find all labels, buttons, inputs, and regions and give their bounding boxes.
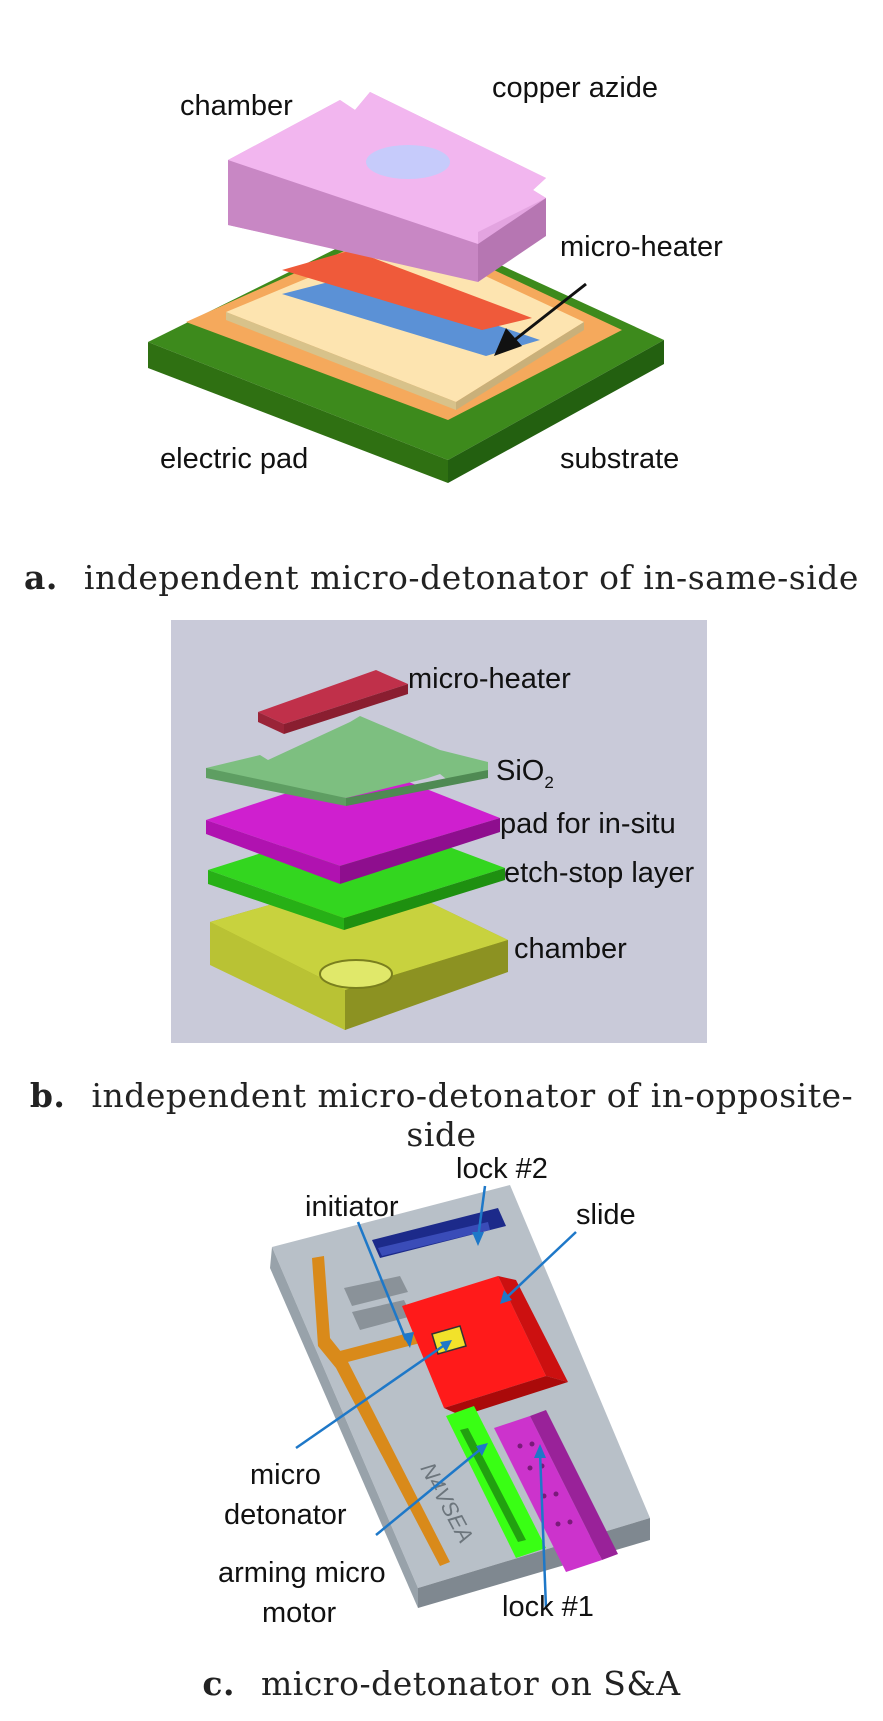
caption-b-text: independent micro-detonator of in-opposi… — [91, 1076, 854, 1154]
label-lock1: lock #1 — [502, 1591, 594, 1623]
chamber-b-side — [345, 940, 508, 1030]
label-copper-azide: copper azide — [492, 72, 658, 104]
label-b-micro-heater: micro-heater — [408, 663, 571, 695]
panel-c-diagram: N4VSEA lock #2 initiator slide micro det… — [218, 1153, 650, 1629]
label-chamber: chamber — [180, 90, 293, 122]
caption-b: b. independent micro-detonator of in-oppo… — [0, 1076, 883, 1154]
label-initiator: initiator — [305, 1191, 399, 1223]
chamber-b-front — [210, 922, 345, 1030]
red-electrode — [282, 250, 532, 330]
label-sio2-main: SiO — [496, 755, 544, 787]
label-b-chamber: chamber — [514, 933, 627, 965]
label-slide: slide — [576, 1199, 636, 1231]
leader-lines — [295, 1185, 577, 1609]
substrate-side — [448, 340, 664, 483]
orange-rail — [312, 1256, 450, 1566]
slide-top — [402, 1276, 546, 1408]
caption-b-letter: b. — [29, 1076, 66, 1115]
label-etch-stop: etch-stop layer — [504, 857, 695, 889]
label-electric-pad: electric pad — [160, 443, 308, 475]
copper-azide-disk — [366, 145, 450, 179]
caption-c: c. micro-detonator on S&A — [0, 1664, 883, 1703]
label-micro-heater: micro-heater — [560, 231, 723, 263]
label-micro-detonator-2: detonator — [224, 1499, 347, 1531]
heater-b-top — [258, 670, 408, 724]
caption-c-text: micro-detonator on S&A — [260, 1664, 681, 1703]
blue-electrode — [282, 276, 540, 356]
label-pad-in-situ: pad for in-situ — [500, 808, 676, 840]
leader-arrowheads — [402, 1232, 546, 1458]
label-micro-detonator-1: micro — [250, 1459, 321, 1491]
panel-a-diagram: chamber copper azide micro-heater electr… — [148, 72, 723, 483]
label-sio2-subscript: 2 — [544, 773, 553, 792]
sio2-top — [206, 716, 488, 798]
label-arming-1: arming micro — [218, 1557, 386, 1589]
label-lock2: lock #2 — [456, 1153, 548, 1185]
arrow-head-icon — [494, 328, 522, 356]
substrate-front — [148, 342, 448, 483]
caption-c-letter: c. — [202, 1664, 235, 1703]
slide-side — [498, 1276, 568, 1382]
caption-a: a. independent micro-detonator of in-same… — [0, 558, 883, 597]
chamber-b-hole — [319, 959, 393, 989]
panel-b-diagram: micro-heater SiO2 pad for in-situ etch-s… — [171, 620, 707, 1043]
label-arming-2: motor — [262, 1597, 336, 1629]
arrow-line — [511, 282, 587, 344]
caption-a-letter: a. — [24, 558, 58, 597]
pad-top — [206, 766, 500, 866]
caption-a-text: independent micro-detonator of in-same-s… — [83, 558, 859, 597]
label-substrate: substrate — [560, 443, 679, 475]
label-sio2: SiO2 — [496, 755, 554, 792]
chamber-side — [478, 198, 546, 282]
chamber-front — [228, 160, 478, 282]
lock1-body — [494, 1416, 602, 1572]
